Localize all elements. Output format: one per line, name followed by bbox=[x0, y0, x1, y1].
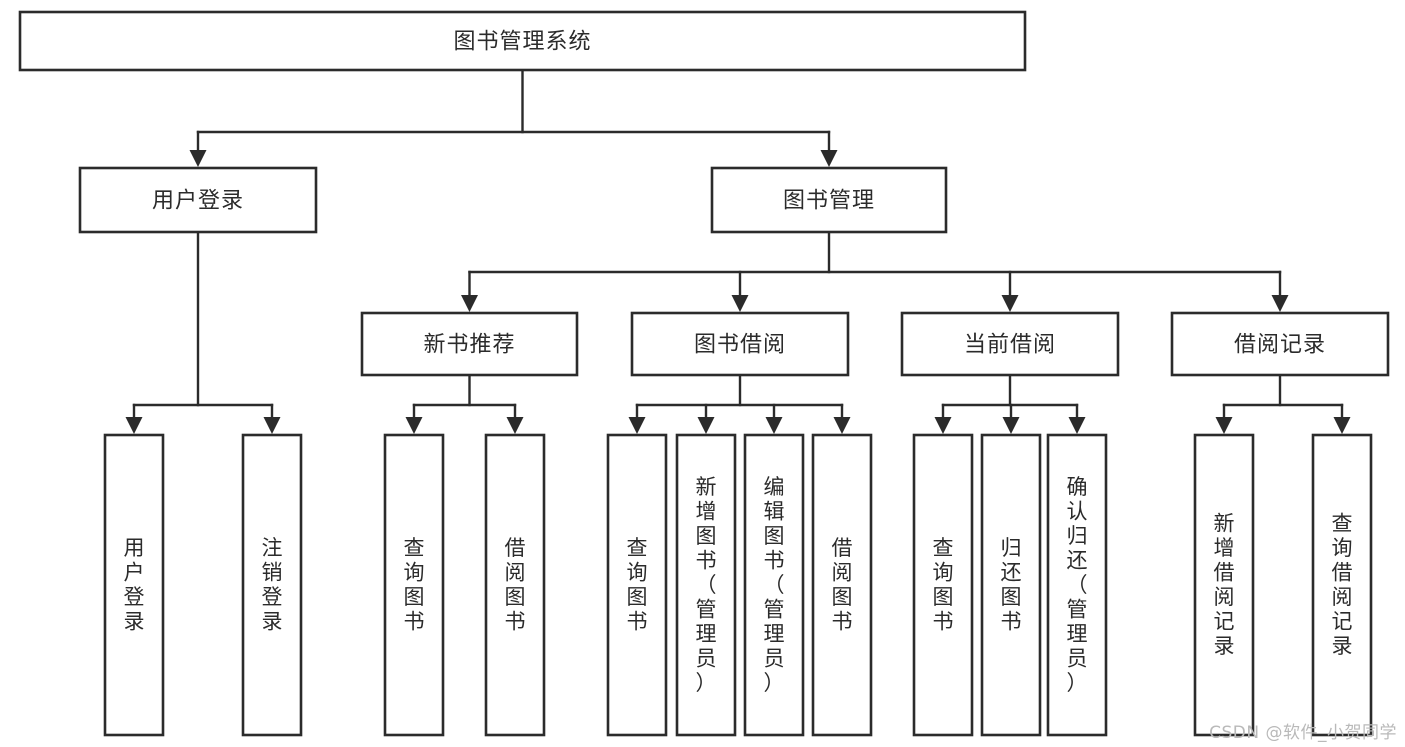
node-leaf-borrow-book-1[interactable]: 借阅图书 bbox=[484, 433, 546, 737]
node-current-borrow[interactable]: 当前借阅 bbox=[900, 311, 1120, 377]
arrowhead-to-book-manage bbox=[820, 150, 838, 167]
arrowhead-to-book-borrow bbox=[731, 295, 749, 312]
node-box-leaf-query-book-1 bbox=[383, 433, 445, 737]
arrowhead-to-leaf-borrow-book-2 bbox=[833, 417, 851, 434]
node-book-borrow[interactable]: 图书借阅 bbox=[630, 311, 850, 377]
node-leaf-user-login[interactable]: 用户登录 bbox=[103, 433, 165, 737]
node-user-login[interactable]: 用户登录 bbox=[78, 166, 318, 234]
node-label-current-borrow: 当前借阅 bbox=[964, 333, 1056, 358]
node-box-leaf-add-record bbox=[1193, 433, 1255, 737]
node-box-book-borrow bbox=[630, 311, 850, 377]
arrowhead-to-leaf-borrow-book-1 bbox=[506, 417, 524, 434]
node-leaf-confirm-return[interactable]: 确认归还（管理员） bbox=[1046, 433, 1108, 737]
node-leaf-query-record[interactable]: 查询借阅记录 bbox=[1311, 433, 1373, 737]
arrowhead-to-leaf-add-book bbox=[697, 417, 715, 434]
node-box-borrow-record bbox=[1170, 311, 1390, 377]
arrowhead-to-leaf-user-login bbox=[125, 417, 143, 434]
node-box-new-book-recommend bbox=[360, 311, 579, 377]
node-label-book-manage: 图书管理 bbox=[783, 189, 875, 214]
node-box-leaf-confirm-return bbox=[1046, 433, 1108, 737]
node-box-book-manage bbox=[710, 166, 948, 234]
node-leaf-query-book-2[interactable]: 查询图书 bbox=[606, 433, 668, 737]
node-label-leaf-borrow-book-1: 借阅图书 bbox=[505, 536, 526, 634]
node-box-leaf-return-book bbox=[980, 433, 1042, 737]
edges-layer bbox=[125, 68, 1351, 434]
node-box-current-borrow bbox=[900, 311, 1120, 377]
node-box-leaf-edit-book bbox=[743, 433, 805, 737]
arrowhead-to-user-login bbox=[189, 150, 207, 167]
nodes-layer: 图书管理系统用户登录图书管理新书推荐图书借阅当前借阅借阅记录用户登录注销登录查询… bbox=[18, 10, 1390, 737]
node-leaf-return-book[interactable]: 归还图书 bbox=[980, 433, 1042, 737]
node-box-leaf-query-record bbox=[1311, 433, 1373, 737]
node-box-leaf-borrow-book-1 bbox=[484, 433, 546, 737]
node-label-leaf-query-book-1: 查询图书 bbox=[404, 536, 425, 634]
node-root[interactable]: 图书管理系统 bbox=[18, 10, 1027, 72]
arrowhead-to-current-borrow bbox=[1001, 295, 1019, 312]
node-leaf-add-record[interactable]: 新增借阅记录 bbox=[1193, 433, 1255, 737]
arrowhead-to-leaf-query-book-1 bbox=[405, 417, 423, 434]
node-label-leaf-confirm-return: 确认归还（管理员） bbox=[1067, 475, 1088, 695]
arrowhead-to-new-book-recommend bbox=[461, 295, 478, 312]
node-label-root: 图书管理系统 bbox=[453, 30, 591, 55]
node-label-leaf-user-logout: 注销登录 bbox=[262, 536, 283, 634]
node-label-leaf-user-login: 用户登录 bbox=[124, 536, 145, 634]
node-new-book-recommend[interactable]: 新书推荐 bbox=[360, 311, 579, 377]
node-leaf-edit-book[interactable]: 编辑图书（管理员） bbox=[743, 433, 805, 737]
node-leaf-borrow-book-2[interactable]: 借阅图书 bbox=[811, 433, 873, 737]
node-label-user-login: 用户登录 bbox=[152, 189, 244, 214]
node-box-leaf-user-logout bbox=[241, 433, 303, 737]
node-label-leaf-query-book-2: 查询图书 bbox=[627, 536, 648, 634]
node-leaf-add-book[interactable]: 新增图书（管理员） bbox=[675, 433, 737, 737]
node-label-leaf-return-book: 归还图书 bbox=[1001, 536, 1022, 634]
node-box-user-login bbox=[78, 166, 318, 234]
node-box-leaf-query-book-3 bbox=[912, 433, 974, 737]
node-leaf-query-book-1[interactable]: 查询图书 bbox=[383, 433, 445, 737]
arrowhead-to-leaf-confirm-return bbox=[1068, 417, 1086, 434]
node-box-leaf-query-book-2 bbox=[606, 433, 668, 737]
node-book-manage[interactable]: 图书管理 bbox=[710, 166, 948, 234]
node-leaf-user-logout[interactable]: 注销登录 bbox=[241, 433, 303, 737]
arrowhead-to-leaf-query-record bbox=[1333, 417, 1351, 434]
arrowhead-to-leaf-add-record bbox=[1215, 417, 1233, 434]
arrowhead-to-leaf-user-logout bbox=[263, 417, 281, 434]
node-borrow-record[interactable]: 借阅记录 bbox=[1170, 311, 1390, 377]
node-label-borrow-record: 借阅记录 bbox=[1234, 333, 1326, 358]
node-label-leaf-borrow-book-2: 借阅图书 bbox=[832, 536, 853, 634]
arrowhead-to-leaf-edit-book bbox=[765, 417, 783, 434]
node-label-leaf-edit-book: 编辑图书（管理员） bbox=[764, 475, 785, 695]
node-label-book-borrow: 图书借阅 bbox=[694, 333, 786, 358]
node-label-leaf-query-book-3: 查询图书 bbox=[933, 536, 954, 634]
arrowhead-to-leaf-query-book-2 bbox=[628, 417, 646, 434]
node-label-new-book-recommend: 新书推荐 bbox=[423, 333, 515, 358]
watermark-label: CSDN @软件_小贺同学 bbox=[1209, 723, 1397, 743]
node-box-leaf-add-book bbox=[675, 433, 737, 737]
node-label-leaf-add-record: 新增借阅记录 bbox=[1214, 512, 1235, 659]
node-leaf-query-book-3[interactable]: 查询图书 bbox=[912, 433, 974, 737]
node-label-leaf-query-record: 查询借阅记录 bbox=[1332, 512, 1353, 659]
node-box-leaf-user-login bbox=[103, 433, 165, 737]
arrowhead-to-leaf-query-book-3 bbox=[934, 417, 952, 434]
node-box-root bbox=[18, 10, 1027, 72]
arrowhead-to-borrow-record bbox=[1271, 295, 1289, 312]
node-label-leaf-add-book: 新增图书（管理员） bbox=[696, 475, 717, 695]
arrowhead-to-leaf-return-book bbox=[1002, 417, 1020, 434]
node-box-leaf-borrow-book-2 bbox=[811, 433, 873, 737]
